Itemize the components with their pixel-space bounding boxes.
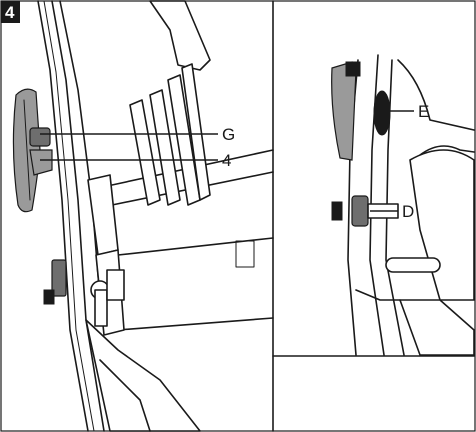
bottom-bolt-head xyxy=(51,259,67,297)
right-lever xyxy=(331,61,357,161)
step-number: 4 xyxy=(5,3,15,22)
bottom-pin-shaft xyxy=(94,289,108,327)
lever-foot xyxy=(29,149,53,176)
slat-1 xyxy=(129,99,161,206)
lower-housing xyxy=(85,319,201,432)
right-bottom-plate xyxy=(399,299,475,356)
step-badge xyxy=(1,1,20,23)
bolt-d-head xyxy=(351,195,369,227)
callout-e: E xyxy=(418,102,429,121)
main-rail-inner xyxy=(51,0,105,432)
right-lever-cap xyxy=(345,61,361,77)
main-rail-back xyxy=(59,0,101,301)
top-bracket xyxy=(149,0,211,71)
callout-d: D xyxy=(402,202,414,221)
bolt-d-nut xyxy=(331,201,343,221)
main-rail-edge xyxy=(43,0,95,432)
cross-beam-lower-edge xyxy=(117,317,274,331)
beam-slot xyxy=(235,240,255,268)
main-rail-outer xyxy=(37,0,89,432)
slat-4 xyxy=(181,63,211,201)
clamp-lever-highlight xyxy=(23,99,31,201)
right-panel-detail xyxy=(331,54,475,356)
right-housing-arc xyxy=(419,145,475,156)
right-housing-top xyxy=(397,59,475,131)
callout-4: 4 xyxy=(222,151,231,170)
bottom-pin-lug xyxy=(106,269,125,301)
callout-g: G xyxy=(222,125,235,144)
lower-housing-edge xyxy=(99,359,151,432)
side-block xyxy=(87,174,119,256)
left-panel-detail xyxy=(12,0,274,432)
slat-2 xyxy=(149,89,181,206)
knob-g xyxy=(29,127,51,147)
part-e xyxy=(373,90,391,136)
bottom-bolt-shaft xyxy=(43,289,55,305)
right-housing-arm xyxy=(409,149,475,301)
lower-rod xyxy=(385,257,441,273)
